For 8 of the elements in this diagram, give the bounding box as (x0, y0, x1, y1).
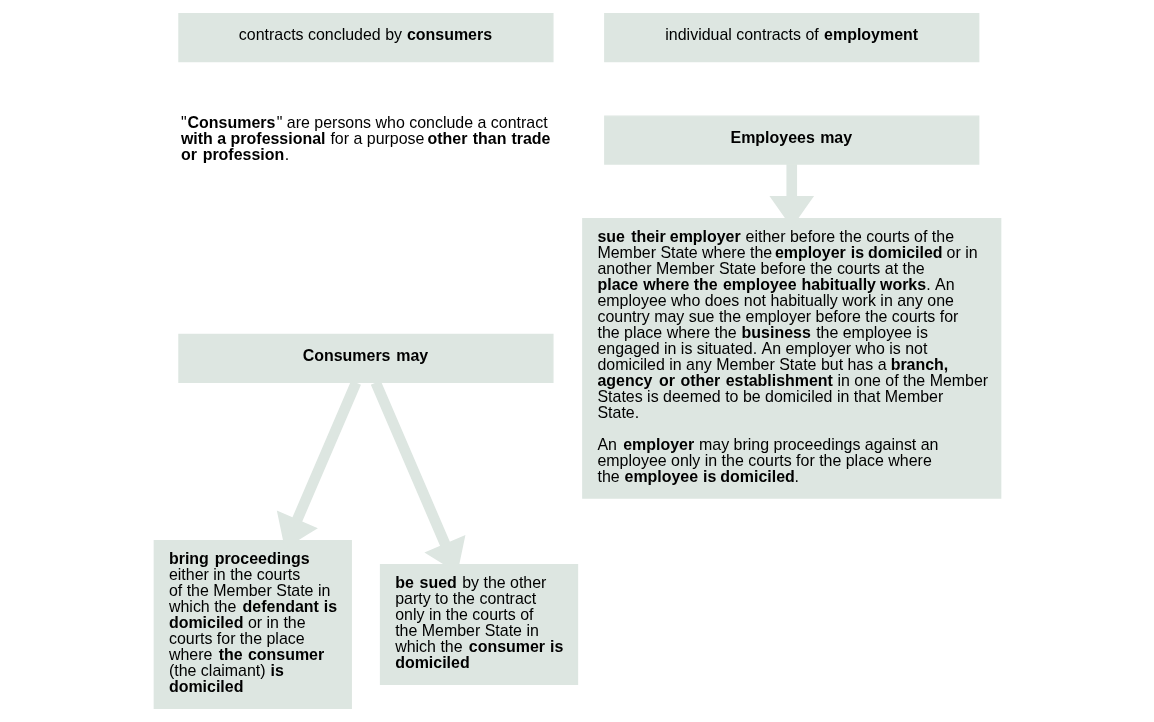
node-box: contracts concluded by consumers (177, 13, 554, 63)
node-box: Employees may (603, 115, 979, 165)
node-box: bring proceedings either in the courts of the Member State in which the defendant is domiciled or in the courts for the place where the consumer (the claimant) is domiciled (153, 540, 352, 709)
node-box: be sued by the other party to the contract only in the courts of the Member State in which the consumer is domiciled (379, 563, 578, 686)
node-box: individual contracts of employment (603, 13, 979, 63)
node-box: sue their employer either before the courts of the Member State where the employer is domiciled or in another Member State before the courts at the place where the employee habitually works. An employee who does not habitually work in any one country may sue the employer before the courts for the place where the business the employee is engaged in is situated. An employer who is not domiciled in any Member State but has a branch, agency or other establishment in one of the Member States is deemed to be domiciled in that Member State. An employer may bring proceedings against an employee only in the courts for the place where the employee is domiciled. (581, 217, 1001, 499)
label: "Consumers" are persons who conclude a contract with a professional for a purpose other than trade or profession. (180, 113, 550, 163)
node-box: Consumers may (177, 333, 554, 383)
